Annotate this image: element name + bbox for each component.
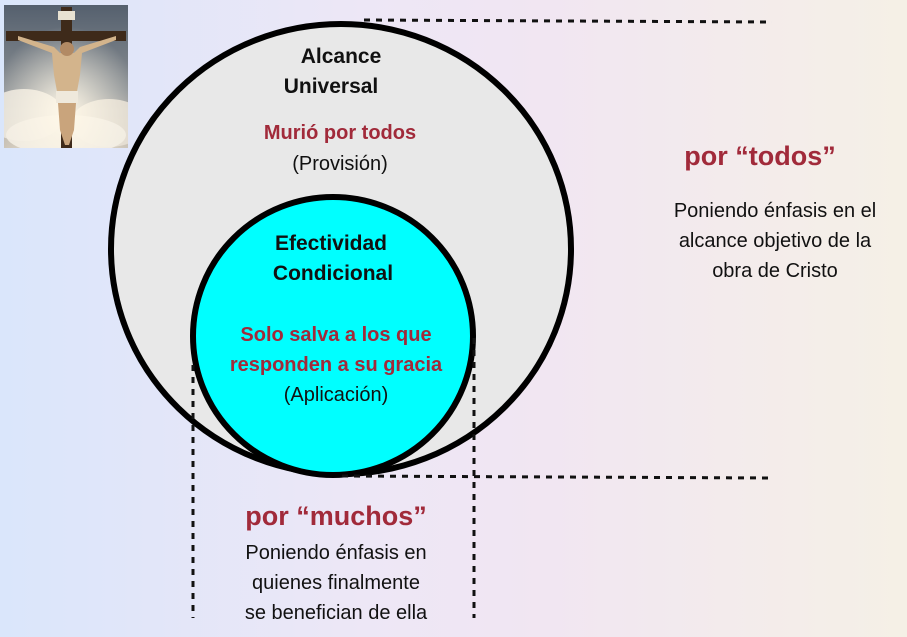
outer-title-line1: Alcance (300, 45, 382, 68)
crucifix-icon (4, 5, 128, 148)
bottom-heading: por “muchos” (245, 501, 427, 531)
bottom-line1: Poniendo énfasis en (245, 542, 427, 564)
middle-dashed-connector (341, 474, 773, 480)
bottom-line3: se benefician de ella (244, 602, 428, 624)
crucifix-image (4, 5, 128, 148)
bottom-line2: quienes finalmente (252, 572, 420, 594)
inner-circle (190, 194, 476, 478)
inner-highlight-line1: Solo salva a los que (240, 324, 432, 346)
right-heading: por “todos” (684, 141, 836, 171)
outer-highlight: Murió por todos (263, 122, 417, 144)
top-dashed-connector (363, 18, 773, 24)
outer-title-line2: Universal (283, 75, 379, 98)
inner-title-line2: Condicional (272, 262, 394, 285)
inner-highlight-line2: responden a su gracia (229, 354, 443, 376)
inner-note: (Aplicación) (283, 384, 389, 406)
inner-title-line1: Efectividad (274, 232, 388, 255)
outer-note: (Provisión) (292, 153, 388, 175)
right-line2: alcance objetivo de la (678, 230, 872, 252)
right-line1: Poniendo énfasis en el (673, 200, 877, 222)
right-line3: obra de Cristo (712, 260, 838, 282)
